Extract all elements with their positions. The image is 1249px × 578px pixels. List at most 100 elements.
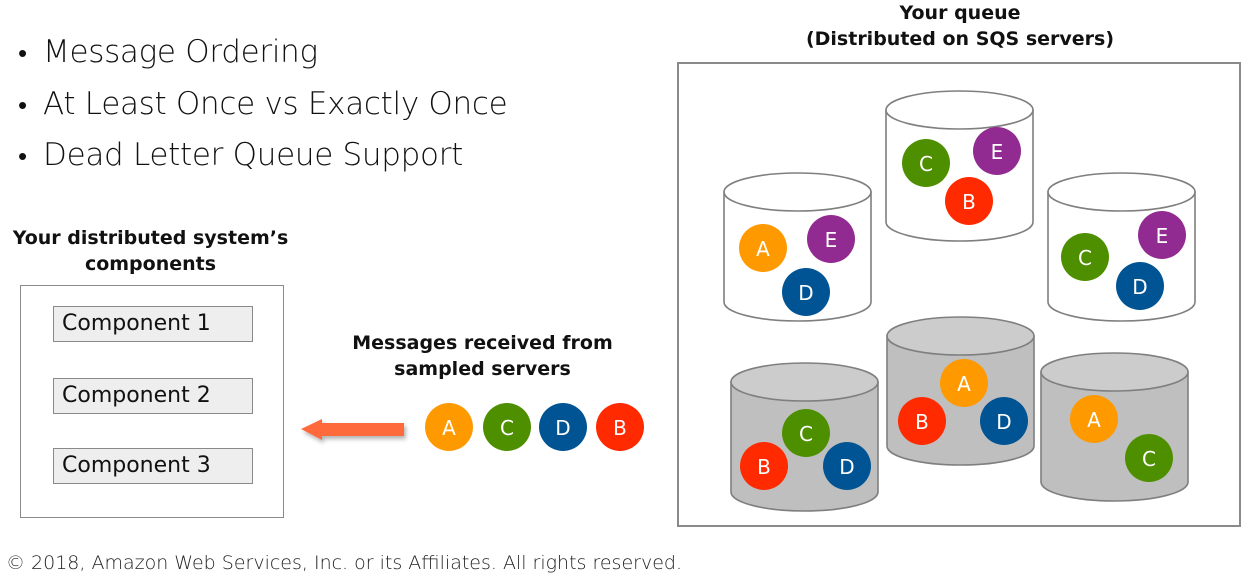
queue-container: [677, 62, 1241, 527]
bullet-dot-icon: •: [18, 39, 27, 69]
components-heading-line2: components: [84, 253, 217, 275]
message-circle: [425, 403, 473, 451]
message-c: C: [1061, 233, 1109, 281]
bullet-text: Message Ordering: [43, 34, 318, 70]
server-cylinder-top: [885, 90, 1034, 130]
message-circle: [902, 139, 950, 187]
message-circle: [782, 268, 830, 316]
server-top-right: C E D: [1047, 172, 1196, 322]
received-message-b: B: [596, 403, 644, 451]
components-heading-line1: Your distributed system’s: [12, 227, 289, 249]
message-circle: [898, 397, 946, 445]
received-message-c: C: [483, 403, 531, 451]
queue-heading: Your queue (Distributed on SQS servers): [760, 0, 1160, 52]
message-circle: [483, 403, 531, 451]
components-heading: Your distributed system’s components: [8, 225, 293, 277]
message-circle: [823, 442, 871, 490]
message-a: A: [739, 224, 787, 272]
message-label: E: [991, 140, 1004, 164]
messages-heading-line2: sampled servers: [394, 358, 571, 380]
received-message-a: A: [425, 403, 473, 451]
bullet-text: At Least Once vs Exactly Once: [43, 85, 508, 122]
message-circle: [739, 224, 787, 272]
message-label: B: [757, 455, 771, 479]
message-b: B: [898, 397, 946, 445]
server-top-left: A E D: [723, 172, 872, 322]
messages-heading-line1: Messages received from: [352, 332, 613, 354]
components-container: [20, 285, 284, 518]
message-circle: [807, 215, 855, 263]
message-circle: [539, 403, 587, 451]
queue-heading-line2: (Distributed on SQS servers): [805, 28, 1115, 50]
server-cylinder-top: [886, 316, 1035, 356]
message-label: C: [1142, 447, 1156, 471]
message-circle: [1138, 211, 1186, 259]
message-label: D: [996, 410, 1011, 434]
message-label: B: [962, 190, 976, 214]
message-circle: [945, 177, 993, 225]
queue-heading-line1: Your queue: [899, 2, 1021, 24]
message-c: C: [782, 409, 830, 457]
server-cylinder-top: [1047, 172, 1196, 212]
bullet-item: • At Least Once vs Exactly Once: [18, 80, 508, 132]
message-a: A: [1070, 395, 1118, 443]
message-label: C: [799, 422, 813, 446]
bullet-item: • Dead Letter Queue Support: [18, 131, 507, 183]
bullet-dot-icon: •: [18, 142, 27, 172]
message-label: D: [798, 281, 813, 305]
copyright-footer: © 2018, Amazon Web Services, Inc. or its…: [6, 552, 682, 574]
message-circle: [1070, 395, 1118, 443]
message-label: C: [919, 152, 933, 176]
bullet-text: Dead Letter Queue Support: [43, 137, 463, 173]
bullet-dot-icon: •: [18, 90, 27, 121]
message-label: A: [957, 372, 971, 396]
message-c: C: [1125, 434, 1173, 482]
message-label: D: [1132, 275, 1147, 299]
message-circle: [1061, 233, 1109, 281]
message-a: A: [940, 359, 988, 407]
message-circle: [740, 442, 788, 490]
message-e: E: [973, 127, 1021, 175]
server-cylinder-top: [730, 362, 879, 402]
component-3-box: Component 3: [53, 448, 253, 484]
server-bottom-center: A B D: [886, 316, 1035, 466]
message-label: D: [839, 455, 854, 479]
message-d: D: [980, 397, 1028, 445]
server-cylinder-top: [723, 172, 872, 212]
message-label: B: [915, 410, 929, 434]
feature-bullet-list: • Message Ordering • At Least Once vs Exac…: [18, 28, 508, 183]
message-circle: [973, 127, 1021, 175]
message-b: B: [945, 177, 993, 225]
messages-heading: Messages received from sampled servers: [330, 330, 635, 382]
message-label: E: [1156, 224, 1169, 248]
message-label: E: [825, 228, 838, 252]
component-1-box: Component 1: [53, 306, 253, 342]
arrow-left-icon: [301, 419, 404, 440]
received-message-d: D: [539, 403, 587, 451]
server-top-center: C E B: [885, 90, 1034, 242]
message-circle: [596, 403, 644, 451]
message-circle: [940, 359, 988, 407]
message-circle: [782, 409, 830, 457]
message-label: A: [756, 237, 770, 261]
message-d: D: [782, 268, 830, 316]
message-e: E: [807, 215, 855, 263]
bullet-item: • Message Ordering: [18, 28, 507, 80]
server-bottom-left: C B D: [730, 362, 879, 512]
message-label: D: [555, 416, 570, 440]
message-d: D: [823, 442, 871, 490]
server-cylinder-top: [1040, 352, 1189, 392]
message-label: A: [1087, 408, 1101, 432]
message-c: C: [902, 139, 950, 187]
message-label: B: [613, 416, 627, 440]
message-e: E: [1138, 211, 1186, 259]
message-circle: [1125, 434, 1173, 482]
message-label: A: [442, 416, 456, 440]
message-label: C: [1078, 246, 1092, 270]
message-circle: [1116, 262, 1164, 310]
message-label: C: [500, 416, 514, 440]
message-b: B: [740, 442, 788, 490]
server-bottom-right: AC: [1040, 352, 1189, 502]
message-circle: [980, 397, 1028, 445]
